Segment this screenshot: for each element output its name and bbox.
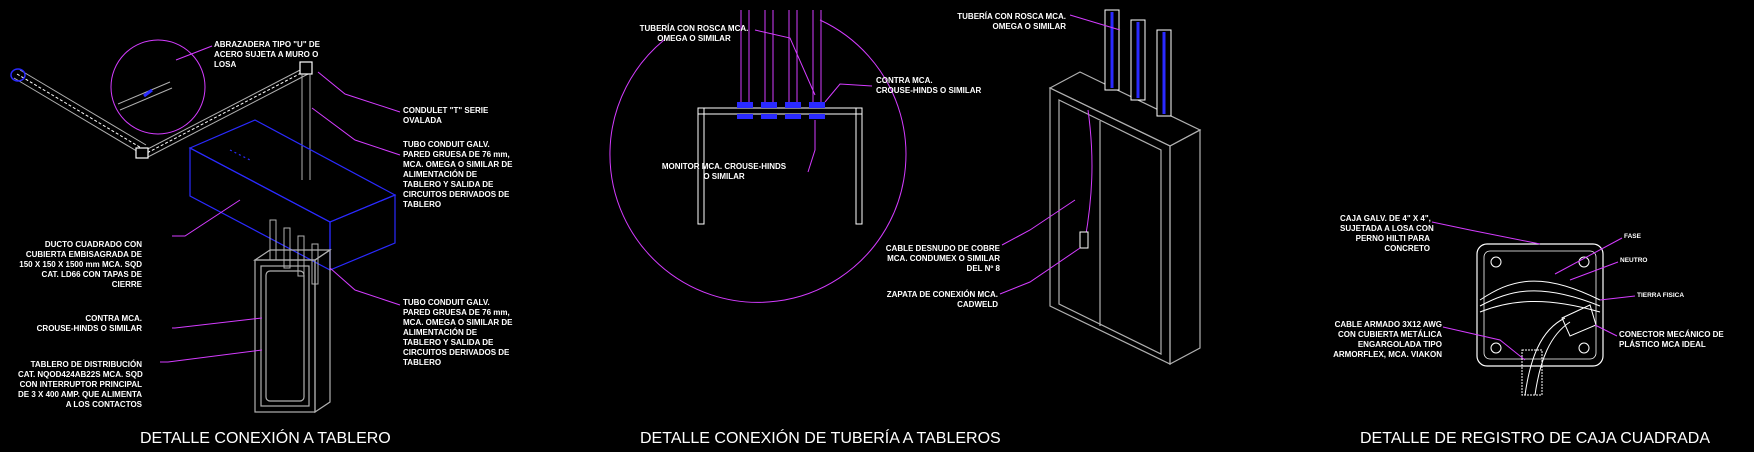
detail1-conduit-diagonal [139,67,311,159]
detail1-panel [253,248,332,414]
label-tablero: TABLERO DE DISTRIBUCIÓN CAT. NQOD424AB22… [18,360,143,409]
label-caja-galv: CAJA GALV. DE 4" X 4", SUJETADA A LOSA C… [1340,214,1434,253]
label-zapata: ZAPATA DE CONEXIÓN MCA. CADWELD [886,290,998,309]
detail2-circle [609,19,907,303]
detail2b-leaders [999,14,1121,295]
detail2b-box [1048,71,1202,365]
label-monitor: MONITOR MCA. CROUSE-HINDS O SIMILAR [661,162,787,181]
detail2-pipes [740,10,822,108]
detail3-wires [1479,280,1601,396]
detail2b-cable [1084,109,1093,241]
detail1-leaders [160,45,401,363]
label-fase: FASE [1624,233,1641,240]
detail3-armor [1521,349,1543,396]
label-contra: CONTRA MCA. CROUSE-HINDS O SIMILAR [36,314,142,333]
detail2b-pipes [1104,9,1172,117]
label-tuberia-rosca-2: TUBERÍA CON ROSCA MCA. OMEGA O SIMILAR [957,12,1066,31]
label-neutro: NEUTRO [1620,257,1648,264]
detail3-box [1476,243,1604,367]
label-tierra-fisica: TIERRA FISICA [1637,292,1685,299]
detail1-condulet [299,61,313,75]
label-abrazadera: ABRAZADERA TIPO "U" DE ACERO SUJETA A MU… [214,40,320,69]
title-detalle-conexion-tuberia: DETALLE CONEXIÓN DE TUBERÍA A TABLEROS [640,430,1001,447]
label-tubo-conduit-2: TUBO CONDUIT GALV. PARED GRUESA DE 76 mm… [403,298,513,367]
detail1-conduit-vertical [301,74,311,180]
detail3-connector [1561,304,1597,337]
label-condulet: CONDULET "T" SERIE OVALADA [403,106,489,125]
detail1-clamp-zoom [117,81,173,111]
detail2-locknuts [737,102,825,119]
detail1-drawing [10,39,401,414]
detail1-elbow [135,147,149,159]
detail1-duct [188,119,397,271]
label-ducto: DUCTO CUADRADO CON CUBIERTA EMBISAGRADA … [19,240,142,289]
detail2-drawing [609,10,907,303]
detail2b-lug [1079,231,1089,249]
detail1-detail-circle [110,39,206,135]
detail3-drawing [1431,221,1636,396]
label-cable-armado: CABLE ARMADO 3X12 AWG CON CUBIERTA METÁL… [1333,320,1442,359]
detail2-leaders [754,29,873,173]
title-detalle-registro-caja: DETALLE DE REGISTRO DE CAJA CUADRADA [1360,430,1710,447]
detail1-clamp-end [10,68,26,82]
label-conector: CONECTOR MECÁNICO DE PLÁSTICO MCA IDEAL [1619,330,1724,349]
detail3-screws [1490,256,1590,354]
detail2-box-wall [697,107,863,225]
detail1-panel-conduits [269,219,319,285]
title-detalle-conexion-tablero: DETALLE CONEXIÓN A TABLERO [140,430,391,447]
label-contra-crouse: CONTRA MCA. CROUSE-HINDS O SIMILAR [876,76,982,95]
detail3-leaders [1431,221,1636,361]
label-tuberia-rosca: TUBERÍA CON ROSCA MCA. OMEGA O SIMILAR [639,24,749,43]
label-tubo-conduit-1: TUBO CONDUIT GALV. PARED GRUESA DE 76 mm… [403,140,513,209]
detail2b-drawing [999,9,1202,365]
label-cable-desnudo: CABLE DESNUDO DE COBRE MCA. CONDUMEX O S… [885,244,1000,273]
detail1-conduit-left [13,69,147,154]
